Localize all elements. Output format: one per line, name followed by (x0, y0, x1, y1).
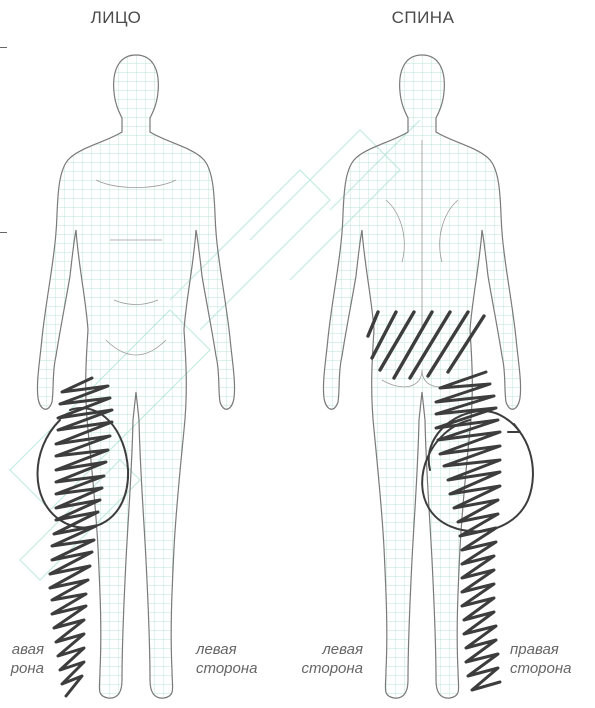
back-left-side-label: леваясторона (283, 640, 363, 678)
front-right-side-label: аваярона (0, 640, 44, 678)
back-body-figure (322, 50, 522, 705)
front-left-side-label: леваясторона (196, 640, 257, 678)
back-right-side-label: праваясторона (510, 640, 571, 678)
